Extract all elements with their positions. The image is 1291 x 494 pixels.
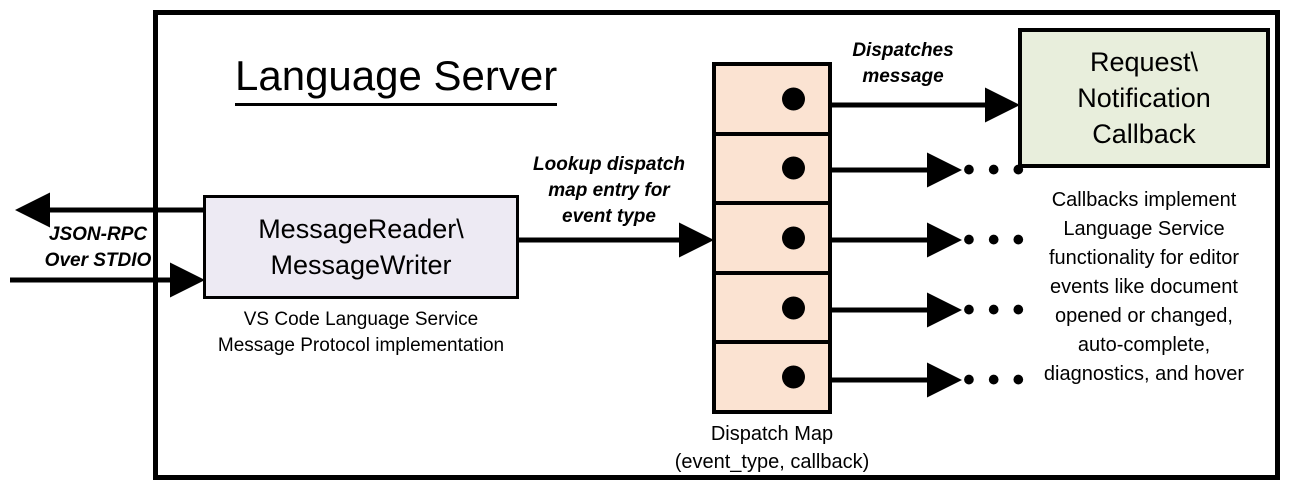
dispatch-map-cell-2[interactable] (716, 136, 828, 206)
callback-caption-line7: diagnostics, and hover (1043, 363, 1245, 385)
callback-caption-line5: opened or changed, (1055, 305, 1233, 327)
jsonrpc-label-line2: Over STDIO (44, 250, 152, 271)
request-notification-callback-box[interactable]: Request\ Notification Callback (1018, 28, 1270, 168)
message-reader-writer-caption: VS Code Language Service Message Protoco… (203, 307, 519, 359)
dispatch-map-table[interactable] (712, 62, 832, 414)
callback-description-caption: Callbacks implement Language Service fun… (1010, 186, 1278, 389)
lookup-dispatch-label: Lookup dispatch map entry for event type (519, 152, 699, 230)
language-server-boundary (153, 10, 1280, 480)
callback-box-line2: Notification (1077, 83, 1211, 113)
callback-caption-line6: auto-complete, (1077, 334, 1211, 356)
callback-box-line1: Request\ (1089, 47, 1199, 77)
ellipsis-row-2: • • • (963, 151, 1028, 189)
callback-caption-line3: functionality for editor (1048, 247, 1240, 269)
callback-dot-4 (782, 296, 805, 320)
dispatches-label-line2: message (862, 66, 944, 87)
page-title: Language Server (235, 50, 558, 106)
message-reader-label: MessageReader\ (258, 214, 464, 244)
dispatch-map-caption: Dispatch Map (event_type, callback) (640, 420, 904, 476)
callback-dot-3 (782, 226, 805, 250)
lookup-label-line1: Lookup dispatch (533, 154, 685, 175)
reader-writer-caption-line2: Message Protocol implementation (217, 335, 505, 356)
dispatches-label-line1: Dispatches (852, 40, 954, 61)
callback-dot-1 (782, 87, 805, 111)
callback-caption-line2: Language Service (1063, 218, 1225, 240)
dispatch-map-cell-5[interactable] (716, 344, 828, 410)
dispatch-map-caption-line2: (event_type, callback) (674, 451, 870, 473)
dispatches-message-label: Dispatches message (838, 38, 968, 90)
callback-dot-5 (782, 365, 805, 389)
dispatch-map-caption-line1: Dispatch Map (710, 423, 834, 445)
lookup-label-line2: map entry for (548, 180, 670, 201)
callback-dot-2 (782, 156, 805, 180)
jsonrpc-label-line1: JSON-RPC (48, 224, 148, 245)
message-reader-writer-box[interactable]: MessageReader\ MessageWriter (203, 195, 519, 299)
dispatch-map-cell-1[interactable] (716, 66, 828, 136)
callback-caption-line1: Callbacks implement (1051, 189, 1237, 211)
dispatch-map-cell-3[interactable] (716, 205, 828, 275)
callback-caption-line4: events like document (1050, 276, 1238, 298)
callback-box-line3: Callback (1092, 119, 1196, 149)
dispatch-map-cell-4[interactable] (716, 275, 828, 345)
reader-writer-caption-line1: VS Code Language Service (243, 309, 479, 330)
jsonrpc-transport-label: JSON-RPC Over STDIO (18, 222, 178, 274)
message-writer-label: MessageWriter (270, 250, 452, 280)
lookup-label-line3: event type (562, 206, 656, 227)
